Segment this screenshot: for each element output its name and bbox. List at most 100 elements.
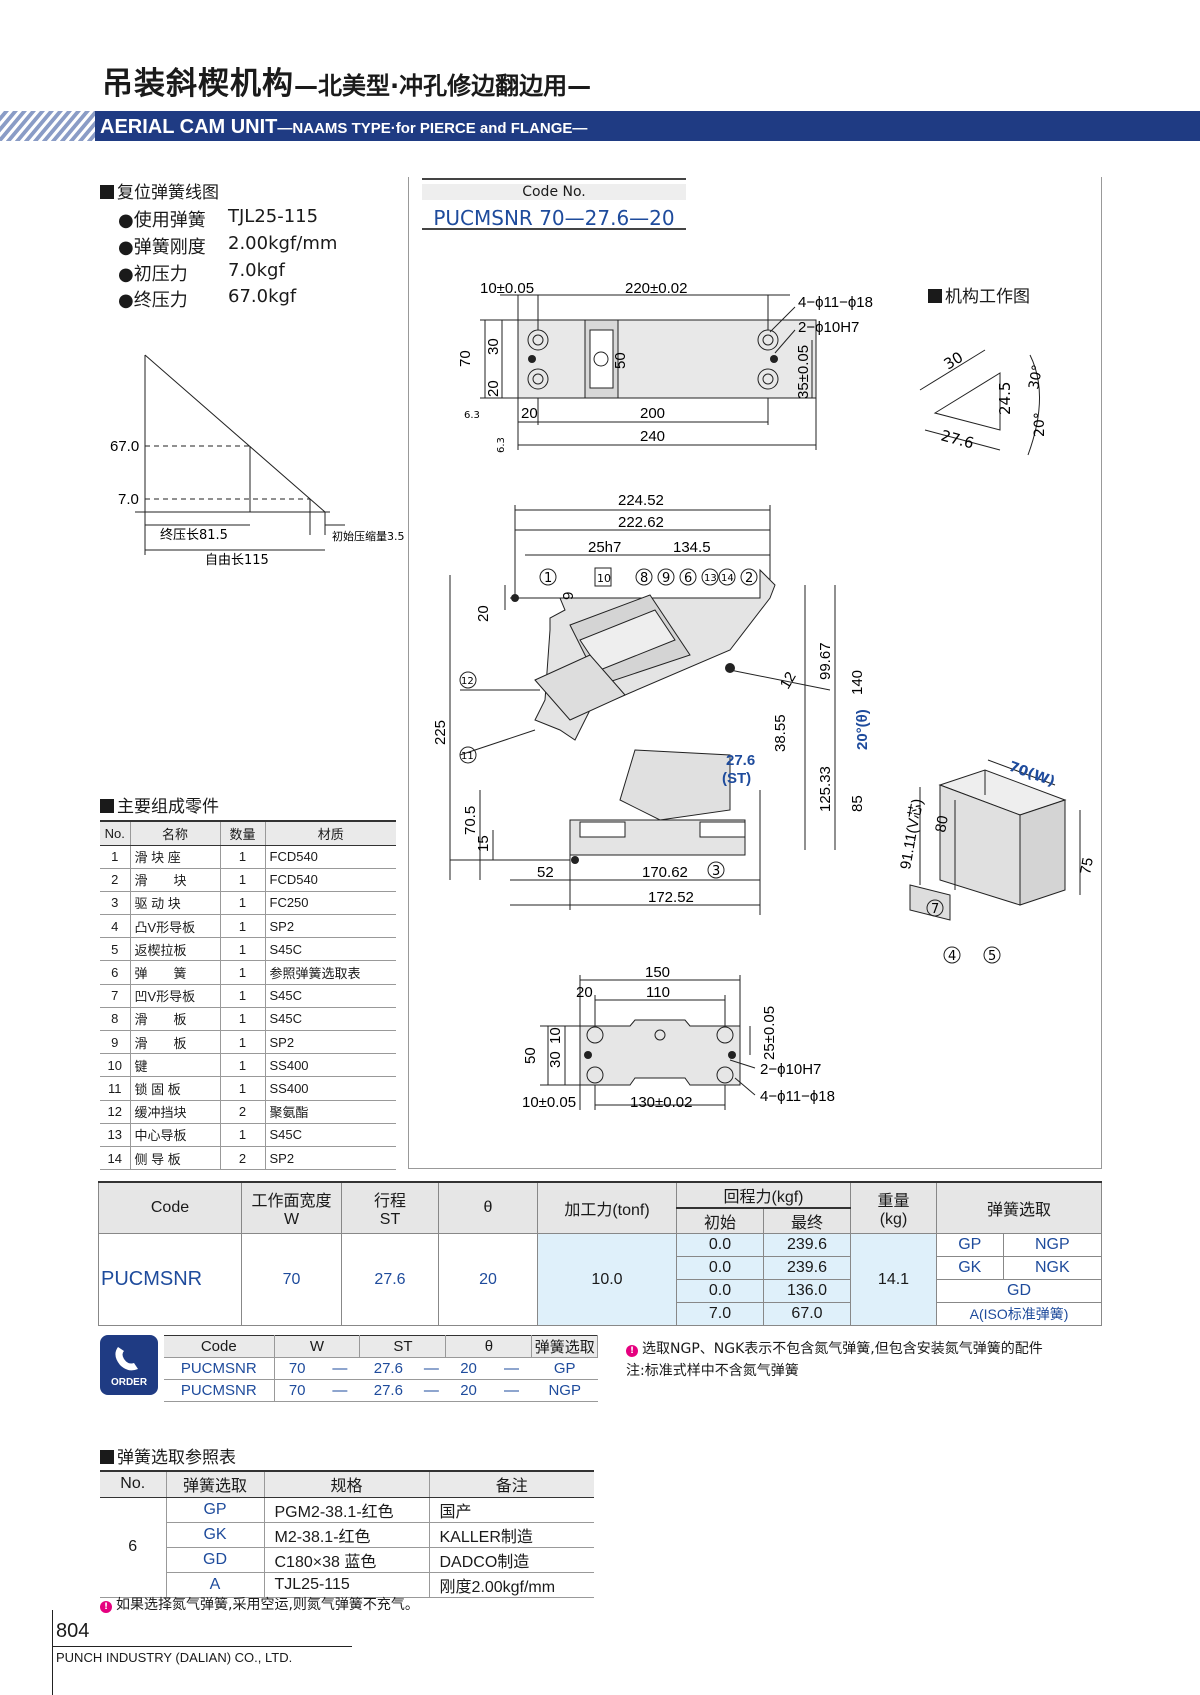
svg-text:8: 8 (640, 571, 648, 586)
svg-text:20: 20 (485, 380, 502, 397)
svg-text:85: 85 (849, 795, 866, 812)
iso-view-drawing: 70(W) 91.11(V芯) 80 75 7 4 5 (897, 759, 1097, 964)
svg-text:3: 3 (712, 864, 720, 879)
svg-text:75: 75 (1077, 856, 1097, 875)
bottom-view-drawing: 150 20 110 50 30 10 25±0.05 2−ϕ10H7 4−ϕ1… (522, 964, 835, 1111)
svg-text:200: 200 (640, 405, 665, 422)
svg-text:6.3: 6.3 (464, 410, 480, 421)
order-note: !选取NGP、NGK表示不包含氮气弹簧,但包含安装氮气弹簧的配件 (626, 1338, 1043, 1358)
svg-text:125.33: 125.33 (817, 766, 834, 812)
svg-text:5: 5 (988, 949, 996, 964)
svg-text:12: 12 (777, 669, 800, 692)
svg-text:27.6: 27.6 (726, 752, 755, 769)
ref-heading: 弹簧选取参照表 (100, 1443, 236, 1468)
spec-code: PUCMSNR (98, 1233, 242, 1326)
svg-text:终压长81.5: 终压长81.5 (160, 527, 228, 543)
svg-text:4−ϕ11−ϕ18: 4−ϕ11−ϕ18 (798, 294, 873, 311)
svg-text:50: 50 (612, 352, 629, 369)
svg-text:(ST): (ST) (722, 770, 751, 787)
svg-text:10: 10 (597, 572, 611, 585)
company-name: PUNCH INDUSTRY (DALIAN) CO., LTD. (56, 1650, 293, 1665)
svg-text:15: 15 (475, 835, 492, 852)
svg-text:130±0.02: 130±0.02 (630, 1094, 692, 1111)
page-title: 吊装斜楔机构—北美型·冲孔修边翻边用— (102, 66, 592, 102)
svg-text:91.11(V芯): 91.11(V芯) (897, 797, 926, 870)
svg-text:自由长115: 自由长115 (205, 553, 269, 568)
svg-text:38.55: 38.55 (772, 714, 789, 752)
svg-text:30: 30 (941, 348, 967, 373)
svg-text:150: 150 (645, 964, 670, 981)
svg-text:30: 30 (485, 338, 502, 355)
svg-text:初始压缩量3.5: 初始压缩量3.5 (332, 529, 405, 543)
svg-text:30°: 30° (1026, 363, 1046, 390)
parts-heading: 主要组成零件 (100, 792, 219, 817)
svg-text:4−ϕ11−ϕ18: 4−ϕ11−ϕ18 (760, 1088, 835, 1105)
svg-text:99.67: 99.67 (817, 642, 834, 680)
svg-text:50: 50 (522, 1047, 539, 1064)
work-diagram: 30 24.5 27.6 30° 20° (919, 348, 1048, 456)
top-view-drawing: 10±0.05 220±0.02 4−ϕ11−ϕ18 2−ϕ10H7 70 30… (457, 280, 873, 453)
svg-text:11: 11 (461, 751, 474, 762)
svg-text:220±0.02: 220±0.02 (625, 280, 687, 297)
drawing-frame (408, 177, 1102, 1169)
page-subtitle-en: AERIAL CAM UNIT—NAAMS TYPE·for PIERCE an… (100, 116, 588, 138)
svg-text:110: 110 (646, 984, 670, 1001)
svg-text:20°: 20° (1032, 412, 1048, 437)
svg-text:70: 70 (457, 350, 474, 367)
svg-text:52: 52 (537, 864, 554, 881)
svg-text:20°(θ): 20°(θ) (854, 709, 870, 750)
svg-text:20: 20 (576, 984, 593, 1001)
title-band (0, 111, 1200, 141)
svg-text:20: 20 (475, 605, 492, 622)
svg-text:70.5: 70.5 (462, 806, 479, 835)
svg-text:24.5: 24.5 (996, 382, 1014, 415)
side-view-drawing: 1 10 8 9 6 13 14 2 12 11 3 224.52 222.62… (432, 492, 870, 915)
svg-text:30: 30 (547, 1051, 564, 1068)
svg-text:10±0.05: 10±0.05 (522, 1094, 576, 1111)
svg-text:134.5: 134.5 (673, 539, 711, 556)
svg-text:4: 4 (948, 949, 956, 964)
svg-text:10±0.05: 10±0.05 (480, 280, 534, 297)
svg-text:2: 2 (745, 571, 753, 586)
footer-rule (52, 1610, 53, 1695)
svg-text:13: 13 (704, 573, 717, 584)
svg-text:222.62: 222.62 (618, 514, 664, 531)
svg-text:10: 10 (547, 1027, 564, 1044)
svg-text:35±0.05: 35±0.05 (795, 345, 812, 399)
footer-line (52, 1646, 352, 1647)
svg-text:6: 6 (684, 571, 692, 586)
svg-text:7.0: 7.0 (118, 491, 139, 508)
svg-text:6.3: 6.3 (496, 437, 507, 453)
svg-text:80: 80 (932, 814, 952, 833)
svg-text:2−ϕ10H7: 2−ϕ10H7 (760, 1061, 821, 1078)
spring-heading: 复位弹簧线图 (100, 178, 219, 203)
svg-text:172.52: 172.52 (648, 889, 694, 906)
ref-note: !如果选择氮气弹簧,采用空运,则氮气弹簧不充气。 (100, 1594, 419, 1614)
svg-text:9: 9 (662, 571, 670, 586)
svg-text:240: 240 (640, 428, 665, 445)
svg-text:140: 140 (849, 670, 866, 695)
svg-text:2−ϕ10H7: 2−ϕ10H7 (798, 319, 859, 336)
svg-text:12: 12 (461, 676, 474, 687)
svg-text:67.0: 67.0 (110, 438, 139, 455)
